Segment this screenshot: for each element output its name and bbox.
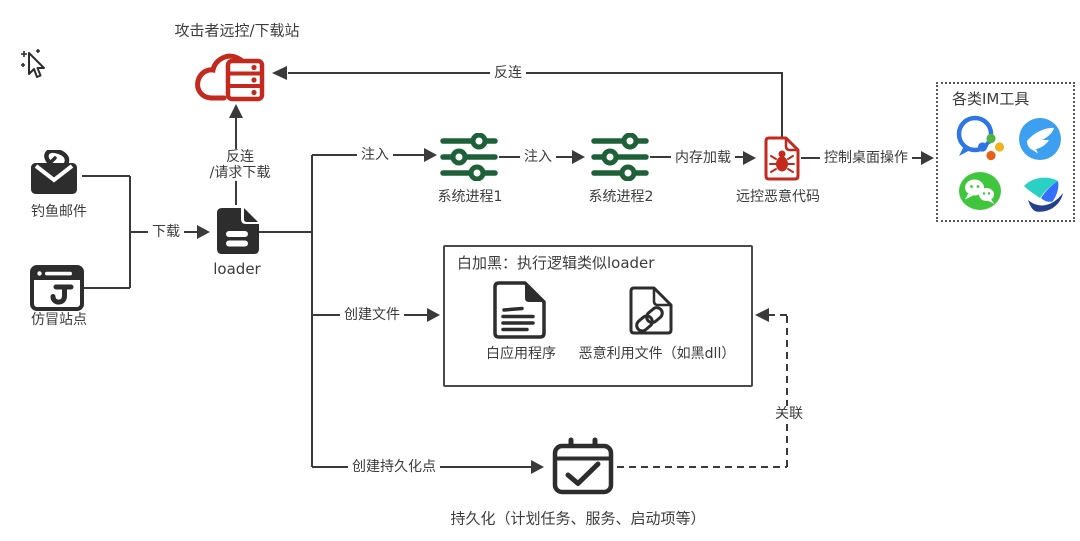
edge-reverse-request-label: 反连 /请求下载 [205, 148, 275, 182]
feishu-icon [1020, 174, 1066, 214]
fake-site-label: 仿冒站点 [31, 312, 87, 328]
link-file-icon [627, 286, 675, 336]
edge-create-file-label: 创建文件 [340, 306, 404, 324]
white-plus-black-title: 白加黑：执行逻辑类似loader [457, 254, 655, 272]
phishing-email-label: 钓鱼邮件 [31, 204, 87, 220]
mouse-cursor-icon [20, 48, 50, 82]
document-fill-icon [214, 207, 260, 255]
malicious-file-label: 恶意利用文件（如黑dll） [578, 346, 736, 362]
edge-inject-1-label: 注入 [357, 146, 393, 164]
white-app-label: 白应用程序 [486, 346, 556, 362]
system-process-1-label: 系统进程1 [437, 189, 503, 205]
edge-inject-2-label: 注入 [520, 148, 556, 166]
edge-memory-load-label: 内存加载 [671, 149, 735, 167]
rat-code-label: 远控恶意代码 [736, 189, 820, 205]
calendar-check-icon [551, 437, 615, 497]
edge-control-desktop-label: 控制桌面操作 [820, 149, 912, 167]
edge-create-persistence-label: 创建持久化点 [348, 458, 440, 476]
system-process-2-label: 系统进程2 [588, 189, 654, 205]
envelope-hook-icon [29, 150, 85, 196]
edge-reverse-connect-label: 反连 [490, 64, 526, 82]
im-tools-title: 各类IM工具 [952, 90, 1030, 108]
edge-download-label: 下载 [148, 223, 184, 241]
process-sliders-icon [591, 133, 649, 181]
dingtalk-icon [1018, 117, 1062, 161]
attacker-site-label: 攻击者远控/下载站 [174, 21, 300, 40]
wecom-icon [953, 113, 1005, 163]
browser-hook-icon [30, 265, 84, 311]
text-document-icon [490, 281, 548, 339]
process-sliders-icon [440, 133, 498, 181]
wechat-icon [958, 171, 1002, 211]
cloud-server-icon [194, 48, 268, 102]
persistence-label: 持久化（计划任务、服务、启动项等） [450, 509, 706, 528]
edge-associate-label: 关联 [771, 405, 807, 423]
bug-file-icon [763, 136, 801, 181]
loader-label: loader [213, 260, 261, 278]
